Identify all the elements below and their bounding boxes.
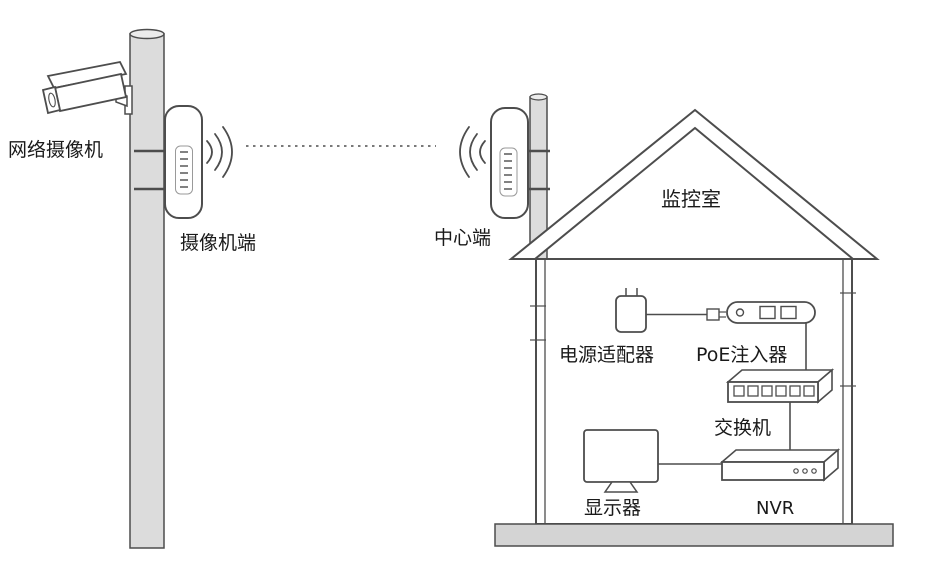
- monitor-screen: [583, 429, 659, 483]
- monitor-icon: [583, 429, 659, 493]
- nvr-icon: [719, 448, 841, 482]
- switch-top-face: [725, 369, 835, 383]
- injector-body: [726, 301, 816, 324]
- label-camera-end: 摄像机端: [180, 232, 256, 254]
- nvr-top-face: [719, 449, 841, 463]
- cpe-body: [164, 105, 203, 219]
- camera-sun-shield: [46, 60, 128, 90]
- power-adapter-icon: [615, 288, 647, 333]
- label-nvr: NVR: [756, 498, 794, 519]
- label-display: 显示器: [584, 497, 641, 519]
- label-network-camera: 网络摄像机: [8, 139, 103, 161]
- cpe-led-lights: [180, 151, 188, 188]
- dc-plug-icon: [706, 308, 726, 321]
- left-pole: [129, 28, 165, 549]
- camera-lens-ring: [48, 92, 56, 108]
- cpe-camera-end: [134, 105, 203, 219]
- network-camera-icon: [41, 60, 133, 115]
- house-wall-ticks: [530, 292, 856, 387]
- wireless-signal-right-icon: [459, 126, 486, 178]
- label-center-end: 中心端: [434, 227, 491, 249]
- network-switch-icon: [725, 368, 835, 404]
- injector-power-port: [735, 308, 745, 317]
- cpe-led-lights: [504, 153, 512, 190]
- monitor-stand: [603, 481, 639, 493]
- cpe-led-panel: [175, 145, 193, 195]
- house-base-slab: [494, 523, 894, 547]
- cpe-led-panel: [499, 147, 518, 197]
- adapter-body: [615, 295, 647, 333]
- switch-front-face: [727, 381, 819, 403]
- nvr-front-face: [721, 461, 825, 481]
- cpe-center-end: [490, 107, 550, 219]
- right-pole: [529, 93, 548, 260]
- label-power-adapter: 电源适配器: [559, 344, 654, 366]
- label-monitor-room: 监控室: [661, 187, 721, 211]
- switch-ports: [733, 385, 815, 397]
- poe-injector-icon: [726, 301, 816, 324]
- nvr-front-buttons: [793, 468, 817, 474]
- camera-lens: [41, 85, 62, 115]
- cpe-body: [490, 107, 529, 219]
- injector-lan-ports: [759, 305, 797, 320]
- house: [494, 108, 894, 547]
- cables: [646, 313, 807, 465]
- house-roof: [508, 108, 880, 260]
- label-switch: 交换机: [714, 417, 771, 439]
- label-poe-injector: PoE注入器: [696, 344, 787, 366]
- wireless-signal-left-icon: [206, 126, 233, 178]
